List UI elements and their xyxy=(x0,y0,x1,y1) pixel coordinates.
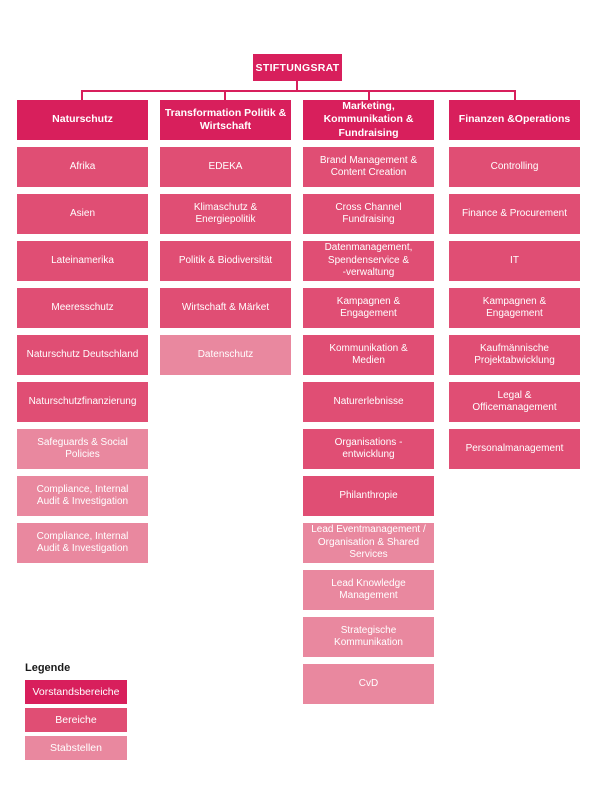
org-unit-box: Legal & Officemanagement xyxy=(449,382,580,422)
column-naturschutz: Naturschutz Afrika Asien Lateinamerika M… xyxy=(17,100,148,563)
column-header-finanzen-operations: Finanzen &Operations xyxy=(449,100,580,140)
org-unit-box: Wirtschaft & Märket xyxy=(160,288,291,328)
org-unit-box: Organisations - entwicklung xyxy=(303,429,434,469)
org-unit-box: Brand Management & Content Creation xyxy=(303,147,434,187)
org-unit-box: Lateinamerika xyxy=(17,241,148,281)
org-unit-box: Kampagnen & Engagement xyxy=(303,288,434,328)
legend-title: Legende xyxy=(25,662,71,674)
org-unit-box: Philanthropie xyxy=(303,476,434,516)
connector-stub-col4 xyxy=(514,90,516,100)
connector-stub-col3 xyxy=(368,90,370,100)
legend-entry-vorstandsbereiche: Vorstandsbereiche xyxy=(25,680,127,704)
connector-root-stem xyxy=(296,80,298,91)
org-unit-box: Naturschutzfinanzierung xyxy=(17,382,148,422)
org-unit-box: Kampagnen & Engagement xyxy=(449,288,580,328)
org-unit-box: CvD xyxy=(303,664,434,704)
org-unit-box: Personalmanagement xyxy=(449,429,580,469)
org-unit-box: Finance & Procurement xyxy=(449,194,580,234)
org-unit-box: Kommunikation & Medien xyxy=(303,335,434,375)
org-unit-box: EDEKA xyxy=(160,147,291,187)
legend-entry-bereiche: Bereiche xyxy=(25,708,127,732)
legend-entry-stabstellen: Stabstellen xyxy=(25,736,127,760)
org-unit-box: Meeresschutz xyxy=(17,288,148,328)
org-unit-box: IT xyxy=(449,241,580,281)
org-unit-box: Compliance, Internal Audit & Investigati… xyxy=(17,523,148,563)
org-unit-box: Strategische Kommunikation xyxy=(303,617,434,657)
org-unit-box: Asien xyxy=(17,194,148,234)
column-marketing-kommunikation-fundraising: Marketing, Kommunikation & Fundraising B… xyxy=(303,100,434,704)
legend: Legende Vorstandsbereiche Bereiche Stabs… xyxy=(25,662,129,764)
org-unit-box: Kaufmännische Projektabwicklung xyxy=(449,335,580,375)
org-unit-box: Politik & Biodiversität xyxy=(160,241,291,281)
org-unit-box: Datenschutz xyxy=(160,335,291,375)
column-header-naturschutz: Naturschutz xyxy=(17,100,148,140)
org-unit-box: Afrika xyxy=(17,147,148,187)
org-unit-box: Cross Channel Fundraising xyxy=(303,194,434,234)
org-unit-box: Datenmanagement, Spendenservice & -verwa… xyxy=(303,241,434,281)
org-unit-box: Controlling xyxy=(449,147,580,187)
org-unit-box: Naturerlebnisse xyxy=(303,382,434,422)
org-unit-box: Naturschutz Deutschland xyxy=(17,335,148,375)
org-unit-box: Lead Eventmanagement / Organisation & Sh… xyxy=(303,523,434,563)
column-header-marketing-kommunikation-fundraising: Marketing, Kommunikation & Fundraising xyxy=(303,100,434,140)
org-unit-box: Klimaschutz & Energiepolitik xyxy=(160,194,291,234)
column-header-transformation-politik-wirtschaft: Transformation Politik & Wirtschaft xyxy=(160,100,291,140)
connector-stub-col2 xyxy=(224,90,226,100)
column-transformation-politik-wirtschaft: Transformation Politik & Wirtschaft EDEK… xyxy=(160,100,291,375)
org-unit-box: Lead Knowledge Management xyxy=(303,570,434,610)
connector-stub-col1 xyxy=(81,90,83,100)
root-node-stiftungsrat: STIFTUNGSRAT xyxy=(253,54,342,81)
column-finanzen-operations: Finanzen &Operations Controlling Finance… xyxy=(449,100,580,469)
org-unit-box: Safeguards & Social Policies xyxy=(17,429,148,469)
org-unit-box: Compliance, Internal Audit & Investigati… xyxy=(17,476,148,516)
connector-horizontal-bar xyxy=(81,90,516,92)
